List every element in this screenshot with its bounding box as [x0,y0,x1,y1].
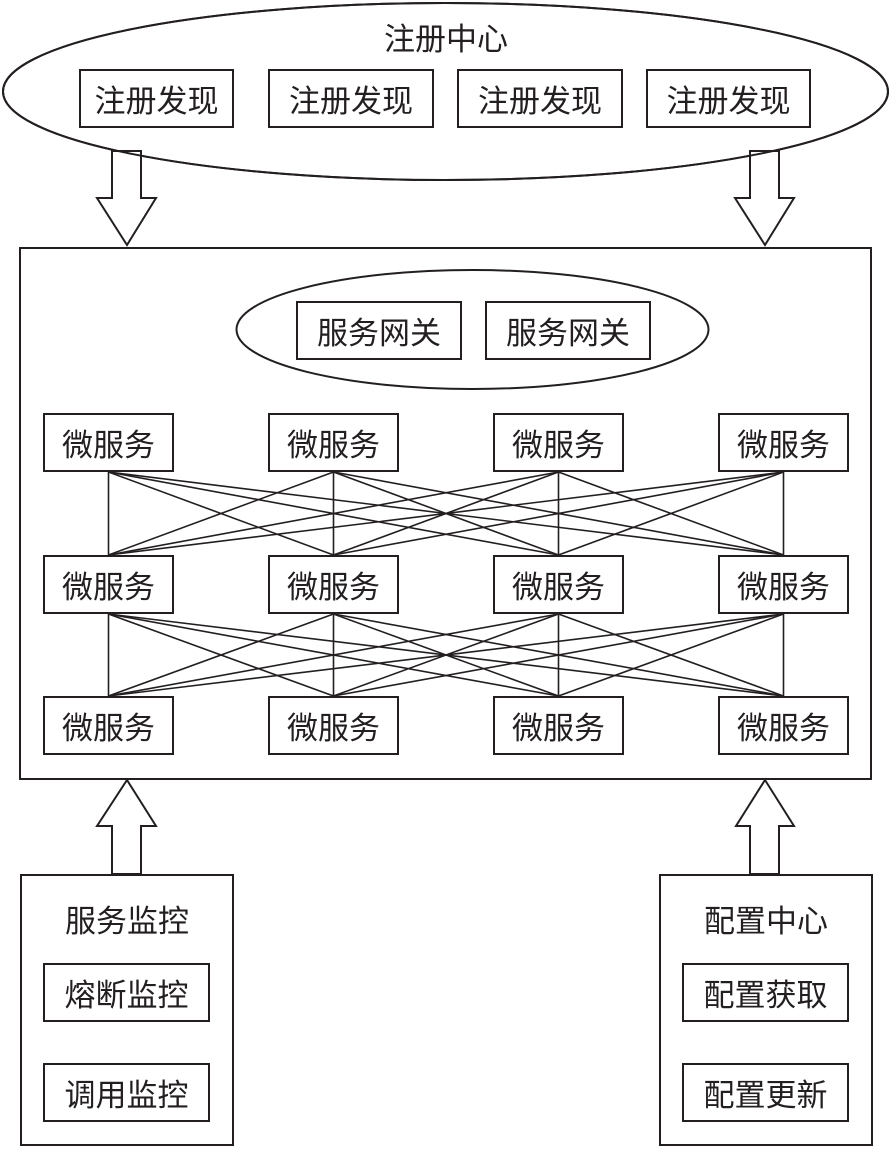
config-update-box[interactable]: 配置更新 [682,1063,849,1122]
microservice-link [333,471,784,556]
microservice-box[interactable]: 微服务 [493,555,624,614]
registry-discovery-box[interactable]: 注册发现 [79,69,234,128]
microservice-link [108,471,334,556]
microservice-box[interactable]: 微服务 [43,413,174,472]
microservice-box[interactable]: 微服务 [268,696,399,755]
config-center-title: 配置中心 [704,904,828,940]
microservice-link [108,471,559,556]
registry-discovery-box[interactable]: 注册发现 [646,69,811,128]
microservice-box[interactable]: 微服务 [718,413,849,472]
circuit-breaker-monitor-box[interactable]: 熔断监控 [43,963,210,1022]
service-monitoring-panel [20,874,234,1146]
microservice-mesh-links [107,471,785,697]
monitoring-arrow-up [95,778,158,875]
microservice-link [108,613,334,697]
microservice-box[interactable]: 微服务 [493,696,624,755]
config-center-panel [659,874,873,1146]
registry-center-title: 注册中心 [384,22,508,58]
microservice-link [108,613,784,697]
microservice-box[interactable]: 微服务 [718,555,849,614]
microservice-link [108,471,784,556]
gateway-box[interactable]: 服务网关 [296,301,462,360]
gateway-ellipse [235,269,710,390]
microservice-link [558,471,784,556]
registry-arrow-left [95,150,158,247]
microservice-link [558,613,784,697]
microservice-box[interactable]: 微服务 [268,555,399,614]
service-monitoring-title: 服务监控 [65,904,189,940]
microservice-cluster-container [19,247,872,780]
microservice-box[interactable]: 微服务 [718,696,849,755]
registry-discovery-box[interactable]: 注册发现 [457,69,623,128]
registry-discovery-box[interactable]: 注册发现 [268,69,434,128]
microservice-box[interactable]: 微服务 [268,413,399,472]
gateway-box[interactable]: 服务网关 [485,301,651,360]
microservice-box[interactable]: 微服务 [493,413,624,472]
config-arrow-up [734,778,796,875]
microservice-link [108,613,559,697]
call-monitor-box[interactable]: 调用监控 [43,1063,210,1122]
microservice-link [333,613,784,697]
registry-ellipse-outline [2,2,889,181]
config-fetch-box[interactable]: 配置获取 [682,963,849,1022]
microservice-box[interactable]: 微服务 [43,696,174,755]
microservice-box[interactable]: 微服务 [43,555,174,614]
registry-arrow-right [733,150,796,247]
